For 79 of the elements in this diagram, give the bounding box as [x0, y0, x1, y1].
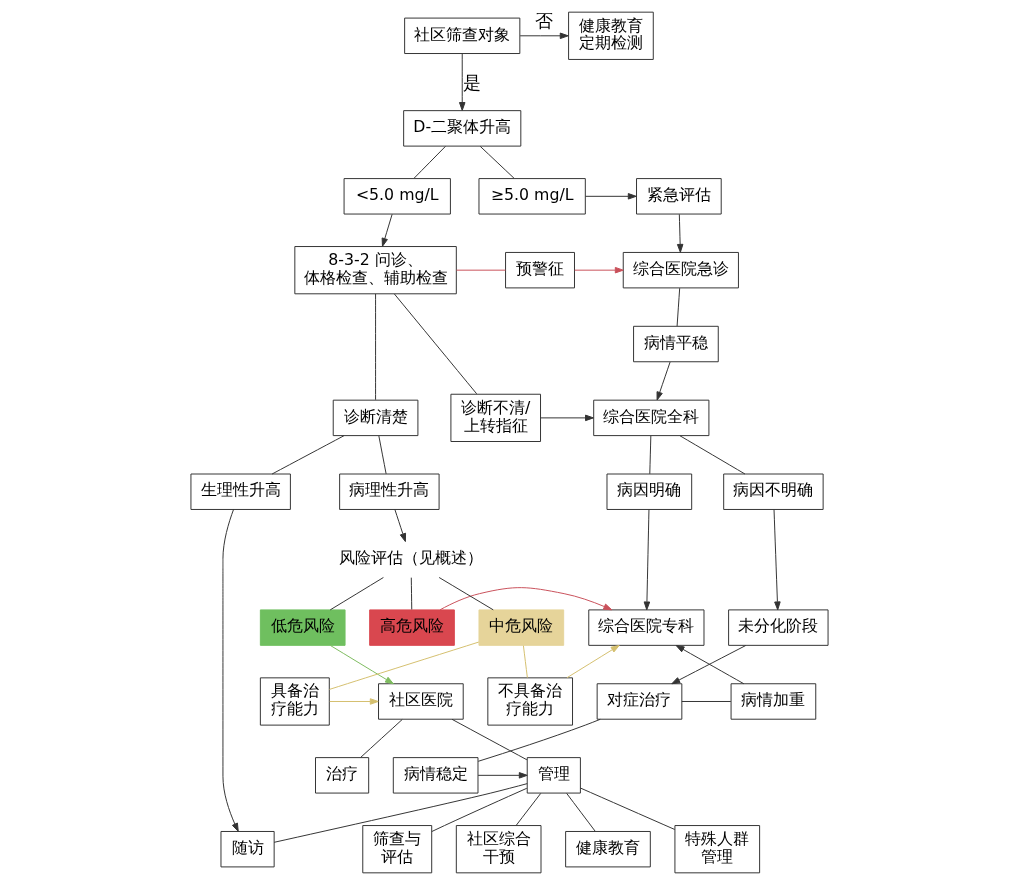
node-box: 社区医院 — [378, 683, 464, 720]
node-box: 诊断清楚 — [332, 399, 419, 437]
node-box: 对症治疗 — [596, 683, 683, 720]
node-box: 健康教育定期检测 — [568, 11, 654, 60]
node-box: 中危风险 — [478, 609, 565, 646]
node-text: 风险评估（见概述） — [339, 548, 484, 568]
node-box: 不具备治疗能力 — [487, 677, 573, 726]
node-box: 病情加重 — [730, 683, 817, 720]
node-box: 未分化阶段 — [728, 609, 829, 646]
node-box: 管理 — [526, 757, 581, 794]
edge-label: 是 — [462, 73, 481, 94]
arrow — [477, 772, 528, 779]
connector — [410, 577, 413, 610]
arrow — [439, 587, 613, 611]
arrow — [584, 193, 637, 200]
connector — [451, 718, 528, 761]
node-box: 病情平稳 — [633, 325, 719, 363]
arrow — [566, 645, 620, 679]
connector — [566, 792, 596, 832]
node-box: <5.0 mg/L — [343, 178, 451, 215]
connector — [679, 435, 746, 475]
connector — [681, 701, 732, 702]
arrow — [329, 698, 379, 705]
arrow — [222, 509, 239, 832]
node-box: 预警征 — [505, 251, 575, 289]
node-box: 8-3-2 问诊、体格检查、辅助检查 — [294, 246, 457, 295]
connector — [522, 645, 528, 679]
arrow — [676, 213, 684, 253]
connector — [360, 719, 403, 758]
node-box: 病理性升高 — [339, 473, 440, 510]
connector — [477, 718, 601, 762]
arrow — [643, 509, 651, 611]
connector — [413, 145, 446, 179]
connector — [375, 293, 377, 401]
arrow — [519, 32, 569, 40]
arrow — [394, 509, 407, 542]
node-box: 诊断不清/上转指征 — [450, 393, 541, 442]
node-box: 紧急评估 — [636, 178, 722, 215]
arrow — [329, 645, 394, 685]
connector — [378, 435, 387, 475]
node-box: 社区综合干预 — [455, 825, 542, 874]
node-box: 综合医院专科 — [588, 609, 705, 646]
node-box: 病情稳定 — [392, 757, 479, 794]
node-box: ≥5.0 mg/L — [478, 178, 586, 215]
node-box: 病因明确 — [606, 473, 693, 510]
connector — [431, 787, 528, 833]
arrow — [381, 213, 393, 247]
connector — [393, 293, 478, 395]
connector — [676, 287, 681, 327]
arrow — [540, 414, 594, 422]
node-box: D-二聚体升高 — [403, 110, 522, 147]
node-box: 病因不明确 — [723, 473, 824, 510]
connector — [273, 783, 528, 843]
arrow — [459, 53, 466, 111]
connector — [328, 641, 480, 690]
node-box: 健康教育 — [565, 831, 651, 868]
arrow — [656, 361, 671, 401]
connector — [649, 435, 652, 475]
connector — [438, 577, 494, 611]
arrow — [773, 509, 781, 611]
node-box: 特殊人群管理 — [674, 825, 761, 874]
node-box: 综合医院全科 — [593, 399, 710, 437]
node-box: 治疗 — [315, 757, 370, 794]
connector — [479, 145, 515, 179]
node-box: 综合医院急诊 — [622, 251, 739, 289]
node-box: 筛查与评估 — [362, 825, 433, 874]
connector — [456, 269, 506, 271]
node-box: 社区筛查对象 — [404, 17, 521, 54]
connector — [329, 577, 384, 611]
node-box: 低危风险 — [259, 609, 346, 646]
arrow — [574, 266, 624, 274]
connector — [271, 435, 345, 475]
edge-label: 否 — [535, 11, 554, 32]
node-box: 具备治疗能力 — [259, 677, 330, 726]
node-box: 高危风险 — [369, 609, 455, 646]
connector — [579, 787, 676, 830]
node-box: 生理性升高 — [190, 473, 291, 510]
connector — [515, 792, 542, 826]
node-box: 随访 — [220, 831, 275, 868]
